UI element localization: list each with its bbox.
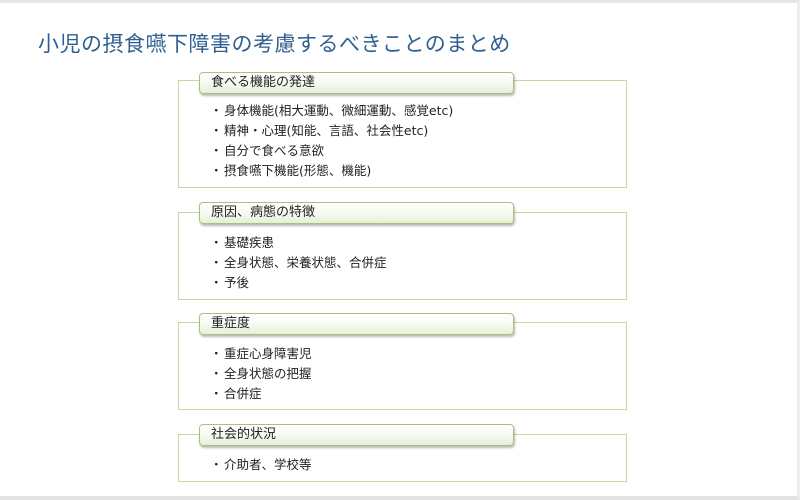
- section-list-development: ・身体機能(相大運動、微細運動、感覚etc) ・精神・心理(知能、言語、社会性e…: [210, 101, 453, 181]
- list-item: ・重症心身障害児: [210, 344, 312, 364]
- section-box-severity: [178, 322, 627, 410]
- list-item-text: 自分で食べる意欲: [224, 143, 325, 158]
- bullet: ・: [210, 103, 223, 118]
- list-item: ・身体機能(相大運動、微細運動、感覚etc): [210, 101, 453, 121]
- list-item-text: 全身状態の把握: [224, 366, 312, 381]
- section-list-severity: ・重症心身障害児 ・全身状態の把握 ・合併症: [210, 344, 312, 404]
- bullet: ・: [210, 255, 223, 270]
- list-item: ・予後: [210, 273, 387, 293]
- list-item-text: 全身状態、栄養状態、合併症: [224, 255, 387, 270]
- list-item-text: 基礎疾患: [224, 235, 275, 250]
- section-box-cause: [178, 212, 627, 300]
- section-list-cause: ・基礎疾患 ・全身状態、栄養状態、合併症 ・予後: [210, 233, 387, 293]
- list-item-text: 身体機能(相大運動、微細運動、感覚etc): [224, 103, 454, 118]
- list-item-text: 精神・心理(知能、言語、社会性etc): [224, 123, 429, 138]
- list-item-text: 重症心身障害児: [224, 346, 312, 361]
- list-item: ・全身状態、栄養状態、合併症: [210, 253, 387, 273]
- bullet: ・: [210, 275, 223, 290]
- list-item: ・自分で食べる意欲: [210, 141, 453, 161]
- bullet: ・: [210, 457, 223, 472]
- bullet: ・: [210, 235, 223, 250]
- list-item-text: 摂食嚥下機能(形態、機能): [224, 163, 372, 178]
- bullet: ・: [210, 143, 223, 158]
- bullet: ・: [210, 346, 223, 361]
- section-heading-cause: 原因、病態の特徴: [199, 202, 514, 224]
- section-list-social: ・介助者、学校等: [210, 455, 312, 475]
- list-item: ・合併症: [210, 384, 312, 404]
- list-item: ・全身状態の把握: [210, 364, 312, 384]
- list-item: ・介助者、学校等: [210, 455, 312, 475]
- section-heading-development: 食べる機能の発達: [199, 72, 514, 94]
- list-item: ・精神・心理(知能、言語、社会性etc): [210, 121, 453, 141]
- list-item: ・基礎疾患: [210, 233, 387, 253]
- bullet: ・: [210, 386, 223, 401]
- list-item-text: 合併症: [224, 386, 262, 401]
- section-heading-social: 社会的状況: [199, 424, 514, 446]
- section-box-development: [178, 80, 627, 188]
- slide-title: 小児の摂食嚥下障害の考慮するべきことのまとめ: [38, 32, 511, 56]
- bullet: ・: [210, 123, 223, 138]
- bullet: ・: [210, 366, 223, 381]
- bullet: ・: [210, 163, 223, 178]
- list-item-text: 介助者、学校等: [224, 457, 312, 472]
- list-item: ・摂食嚥下機能(形態、機能): [210, 161, 453, 181]
- section-heading-severity: 重症度: [199, 313, 514, 335]
- list-item-text: 予後: [224, 275, 250, 290]
